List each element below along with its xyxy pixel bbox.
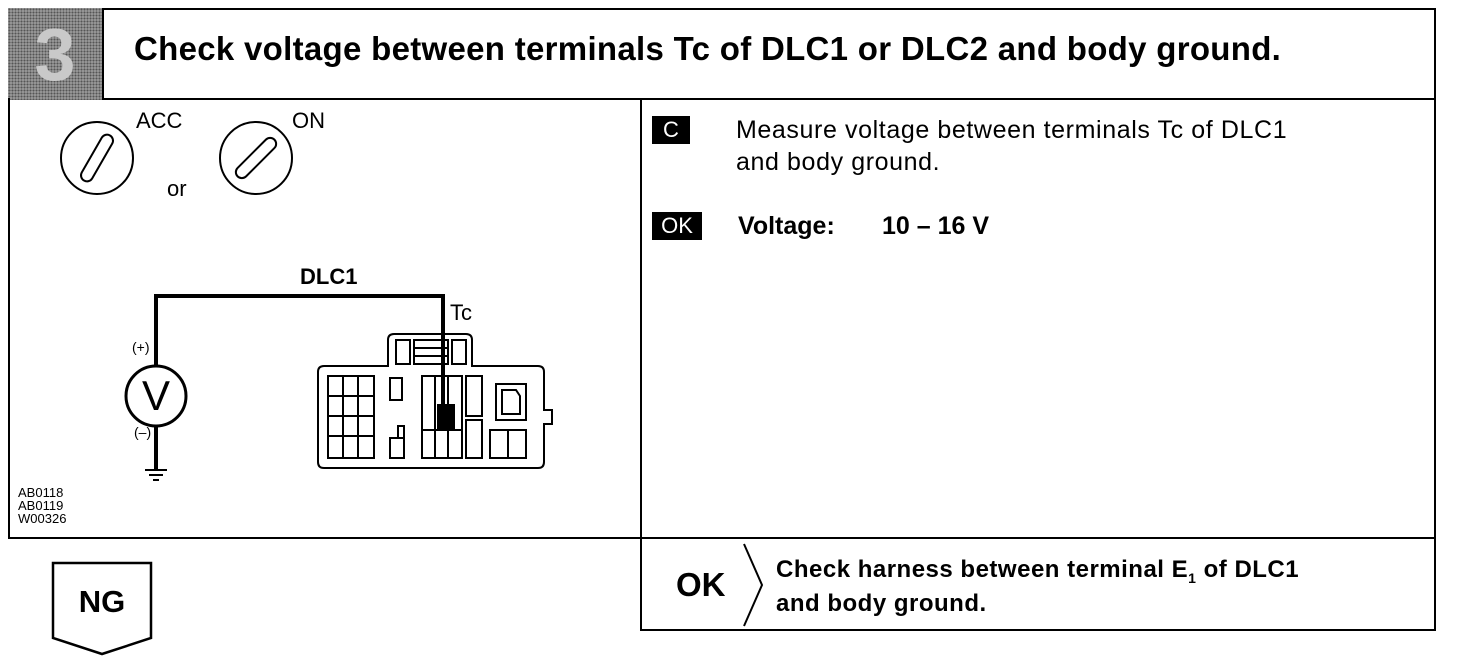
- spec-label: Voltage:: [738, 212, 835, 240]
- minus-label: (–): [134, 424, 152, 440]
- ok-arrow-icon: [743, 543, 764, 627]
- condition-badge: C: [652, 116, 690, 144]
- instruction-text: and body ground.: [736, 148, 941, 176]
- ground-icon: [145, 469, 167, 481]
- illustration-panel: [8, 98, 642, 539]
- ok-badge: OK: [652, 212, 702, 240]
- figure-code: W00326: [18, 511, 67, 526]
- voltmeter-icon: [124, 364, 188, 428]
- voltmeter-symbol: V: [142, 372, 171, 419]
- step-number-box: [8, 8, 104, 100]
- ng-label: NG: [78, 584, 126, 619]
- ok-result-subscript: 1: [1188, 569, 1197, 586]
- figure-code: AB0119: [18, 498, 64, 513]
- step-number: 3: [34, 12, 76, 96]
- figure-code: AB0118: [18, 485, 64, 500]
- step-title: Check voltage between terminals Tc of DL…: [134, 30, 1282, 67]
- plus-label: (+): [132, 339, 150, 355]
- dlc1-connector-icon: [317, 333, 553, 469]
- ok-result-box: [640, 539, 1436, 631]
- ok-result-text-part: of DLC1: [1196, 556, 1300, 583]
- ignition-switch-on-icon: [219, 121, 293, 195]
- switch-acc-label: ACC: [136, 108, 183, 133]
- instruction-panel: [640, 98, 1436, 539]
- terminal-label: Tc: [450, 300, 472, 325]
- spec-value: 10 – 16 V: [882, 212, 990, 240]
- switch-or-label: or: [167, 176, 187, 201]
- ignition-switch-acc-icon: [60, 121, 134, 195]
- switch-on-label: ON: [292, 108, 325, 133]
- ok-result-text: and body ground.: [776, 590, 987, 617]
- connector-label: DLC1: [300, 264, 358, 289]
- ok-result-text-part: Check harness between terminal E: [776, 556, 1189, 583]
- ng-arrow-box-icon: [51, 561, 153, 656]
- test-lead-wire: [154, 294, 445, 470]
- instruction-text: Measure voltage between terminals Tc of …: [736, 116, 1288, 144]
- probe-tip-icon: [437, 404, 455, 430]
- ok-result-label: OK: [676, 566, 726, 603]
- ok-result-text: Check harness between terminal E1 of DLC…: [776, 556, 1299, 586]
